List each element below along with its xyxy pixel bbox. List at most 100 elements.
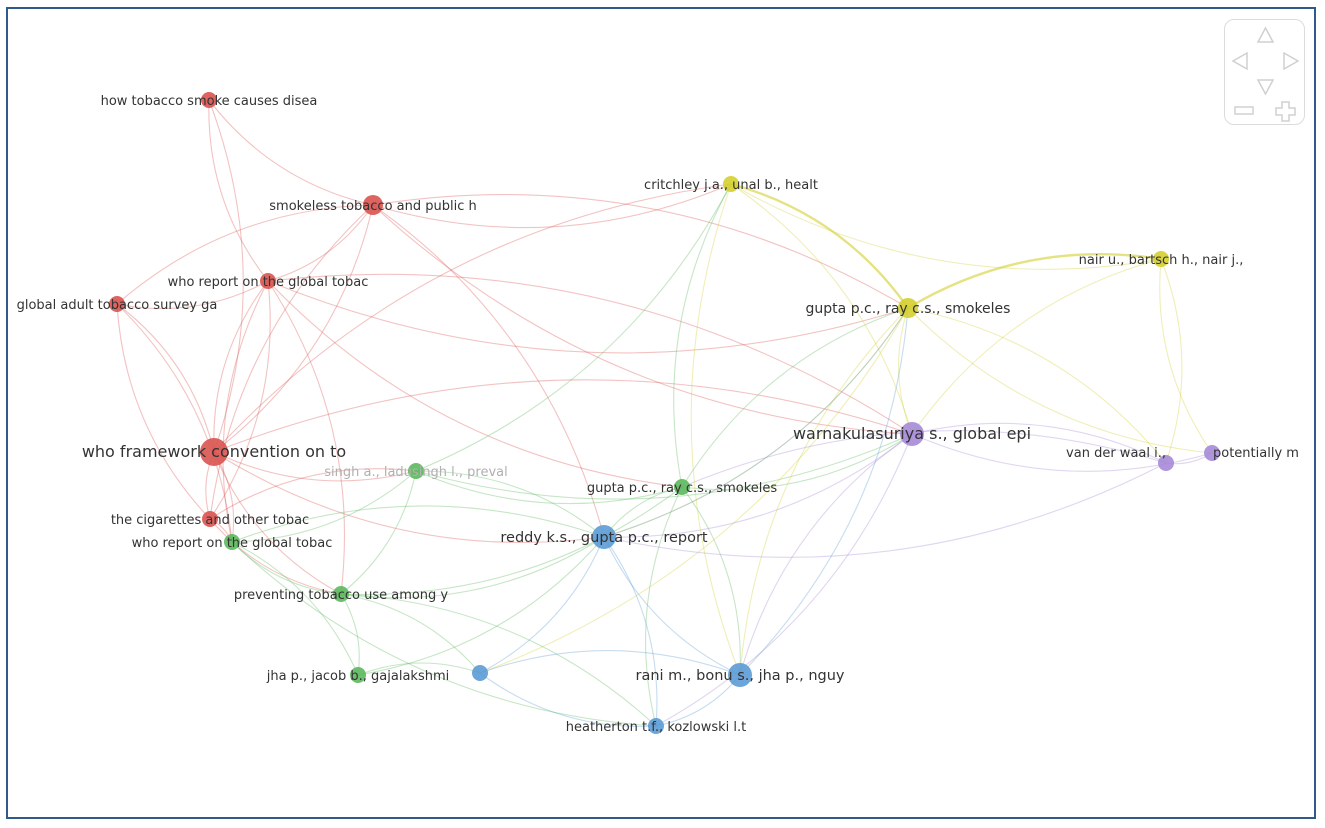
network-link xyxy=(209,280,271,520)
network-link xyxy=(479,307,909,674)
network-link xyxy=(479,650,741,676)
network-node-n21[interactable] xyxy=(648,718,664,734)
network-node-n3[interactable] xyxy=(260,273,276,289)
zoom-in-icon[interactable] xyxy=(1275,101,1296,122)
network-link xyxy=(208,99,269,282)
network-link xyxy=(730,183,1162,270)
network-node-n8[interactable] xyxy=(408,463,424,479)
network-node-n1[interactable] xyxy=(201,92,217,108)
network-link xyxy=(231,470,417,543)
network-link xyxy=(209,204,374,520)
network-link xyxy=(116,303,211,520)
network-link xyxy=(208,99,374,206)
network-node-n15[interactable] xyxy=(900,422,924,446)
network-link xyxy=(357,662,481,676)
node-label-n3: who report on the global tobac xyxy=(168,275,369,290)
network-node-n20[interactable] xyxy=(728,663,752,687)
network-node-n9[interactable] xyxy=(333,586,349,602)
network-link xyxy=(690,183,741,676)
network-link xyxy=(340,536,605,599)
network-link xyxy=(231,541,657,727)
network-link xyxy=(479,536,605,674)
network-node-n19[interactable] xyxy=(472,665,488,681)
network-link xyxy=(603,462,1167,558)
network-link xyxy=(116,303,215,453)
network-link xyxy=(603,536,741,676)
pan-up-icon[interactable] xyxy=(1256,26,1275,43)
network-link xyxy=(655,433,913,727)
network-node-n2[interactable] xyxy=(363,195,383,215)
network-node-n16[interactable] xyxy=(1158,455,1174,471)
network-link xyxy=(673,183,732,488)
network-link xyxy=(739,307,909,676)
network-link xyxy=(116,280,269,310)
network-link xyxy=(681,307,909,488)
network-link xyxy=(730,182,909,309)
node-label-n5: who framework convention on to xyxy=(82,442,346,461)
network-link xyxy=(739,307,909,676)
network-links xyxy=(116,99,1213,727)
network-link xyxy=(116,303,233,543)
network-link xyxy=(213,379,913,453)
navigation-control xyxy=(1224,19,1305,125)
pan-left-icon[interactable] xyxy=(1231,51,1248,71)
zoom-out-icon[interactable] xyxy=(1234,106,1254,115)
network-link xyxy=(681,486,741,676)
network-node-n11[interactable] xyxy=(674,479,690,495)
network-link xyxy=(267,280,346,595)
network-link xyxy=(645,486,683,727)
node-label-n13: gupta p.c., ray c.s., smokeles xyxy=(806,301,1011,317)
network-link xyxy=(911,258,1162,435)
network-node-n5[interactable] xyxy=(200,438,228,466)
network-link xyxy=(730,183,913,435)
network-link xyxy=(907,307,1213,454)
node-label-n8: singh a., ladusingh l., preval xyxy=(324,465,508,480)
node-label-n14: nair u., bartsch h., nair j., xyxy=(1079,253,1244,268)
network-node-n6[interactable] xyxy=(202,511,218,527)
node-label-n18: reddy k.s., gupta p.c., report xyxy=(500,530,708,546)
node-label-n20: rani m., bonu s., jha p., nguy xyxy=(636,668,845,684)
network-link xyxy=(415,470,605,538)
node-label-n10: jha p., jacob b., gajalakshmi xyxy=(266,669,450,684)
network-link xyxy=(603,536,658,727)
node-label-n6: the cigarettes and other tobac xyxy=(111,513,309,528)
network-link xyxy=(267,204,374,282)
network-link xyxy=(415,433,913,500)
node-label-n15: warnakulasuriya s., global epi xyxy=(793,424,1031,443)
network-node-n10[interactable] xyxy=(350,667,366,683)
network-link xyxy=(222,280,269,543)
pan-right-icon[interactable] xyxy=(1283,51,1300,71)
network-node-n13[interactable] xyxy=(898,298,918,318)
network-node-n7[interactable] xyxy=(224,534,240,550)
network-link xyxy=(357,536,605,676)
network-link xyxy=(213,204,374,453)
network-link xyxy=(372,204,913,435)
network-link xyxy=(340,593,360,676)
network-labels: how tobacco smoke causes diseasmokeless … xyxy=(17,94,1299,735)
network-link xyxy=(1160,258,1183,464)
node-label-n17: potentially m xyxy=(1213,446,1299,461)
node-label-n21: heatherton t.f., kozlowski l.t xyxy=(566,720,747,735)
network-node-n14[interactable] xyxy=(1153,251,1169,267)
network-link xyxy=(209,518,342,595)
node-label-n16: van der waal i., xyxy=(1066,446,1166,461)
network-link xyxy=(372,204,605,538)
network-node-n4[interactable] xyxy=(109,296,125,312)
network-link xyxy=(372,183,732,229)
network-node-n17[interactable] xyxy=(1204,445,1220,461)
node-label-n4: global adult tobacco survey ga xyxy=(17,298,218,313)
network-link xyxy=(213,451,605,544)
network-link xyxy=(898,307,913,435)
pan-down-icon[interactable] xyxy=(1256,79,1275,96)
network-link xyxy=(213,451,342,595)
network-node-n12[interactable] xyxy=(723,176,739,192)
network-link xyxy=(340,470,417,595)
network-link xyxy=(372,194,909,309)
network-link xyxy=(415,470,683,505)
network-node-n18[interactable] xyxy=(592,525,616,549)
network-link xyxy=(116,204,374,305)
visualization-frame xyxy=(6,7,1316,819)
network-link xyxy=(231,541,359,676)
network-link xyxy=(681,433,913,491)
